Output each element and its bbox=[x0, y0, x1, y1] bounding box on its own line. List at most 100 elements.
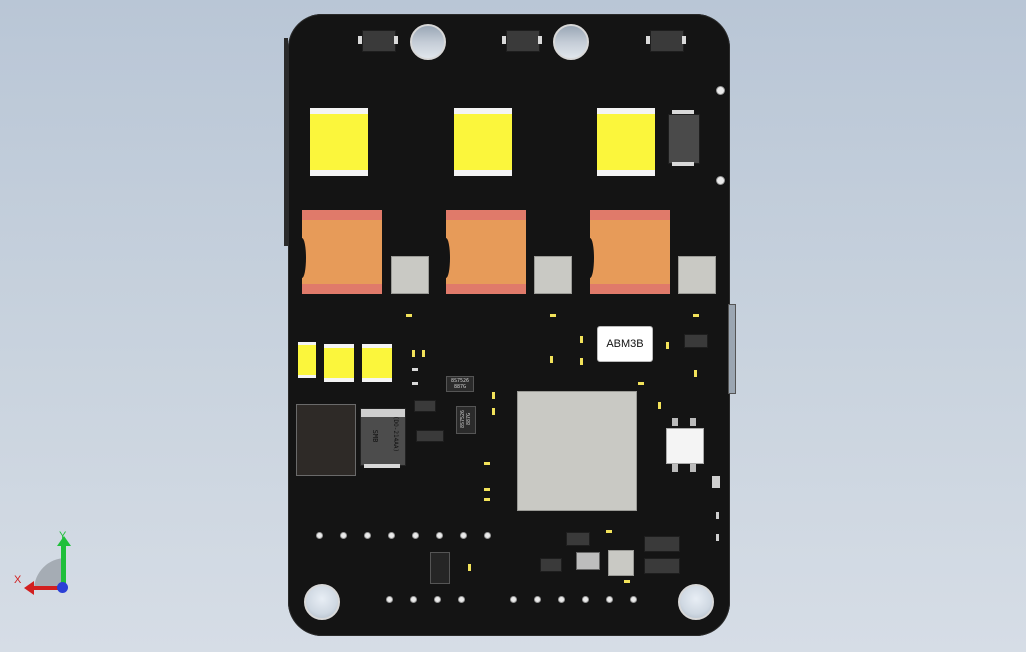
smb-diode-marking-2: (DO-214AA) bbox=[392, 415, 399, 453]
header-pin-1 bbox=[316, 532, 323, 539]
top-mounting-hole-right bbox=[553, 24, 589, 60]
smb-diode: SMB (DO-214AA) bbox=[360, 408, 406, 466]
smd-inductor-small bbox=[576, 552, 600, 570]
header-pin-5 bbox=[412, 532, 419, 539]
smd-diode-bottom-2 bbox=[540, 558, 562, 572]
top-diode-3-pad-b bbox=[682, 36, 686, 44]
smd-cap-d bbox=[666, 342, 669, 349]
sot-regulator-pin-2 bbox=[690, 418, 696, 426]
schottky-diode-1 bbox=[644, 536, 680, 552]
crystal-abm3b: ABM3B bbox=[597, 326, 653, 362]
header-pin-7 bbox=[460, 532, 467, 539]
bottom-pin-4 bbox=[458, 596, 465, 603]
top-diode-3-pad-a bbox=[646, 36, 650, 44]
top-diode-2 bbox=[506, 30, 540, 52]
bottom-pin-8 bbox=[582, 596, 589, 603]
capacitor-large-1 bbox=[310, 108, 368, 176]
schottky-diode-2 bbox=[644, 558, 680, 574]
top-diode-2-pad-b bbox=[538, 36, 542, 44]
top-diode-1 bbox=[362, 30, 396, 52]
bottom-pin-2 bbox=[410, 596, 417, 603]
smd-a3 bbox=[412, 368, 418, 371]
smb-diode-cathode-band bbox=[361, 409, 405, 417]
sot-regulator-pin-4 bbox=[690, 464, 696, 472]
bottom-pin-6 bbox=[534, 596, 541, 603]
sot-regulator-pin-3 bbox=[672, 464, 678, 472]
rectifier-diode bbox=[668, 114, 700, 164]
header-pin-6 bbox=[436, 532, 443, 539]
header-pin-2 bbox=[340, 532, 347, 539]
smd-a5 bbox=[492, 392, 495, 399]
pcb-board[interactable]: ABM3B 8S7526 887G 8S7526 887G bbox=[284, 14, 736, 636]
capacitor-small-1 bbox=[298, 342, 316, 378]
bottom-pin-1 bbox=[386, 596, 393, 603]
power-pad-3 bbox=[678, 256, 716, 294]
bottom-mounting-hole-right bbox=[678, 584, 714, 620]
triad-x-label: X bbox=[14, 574, 22, 586]
bottom-pin-5 bbox=[510, 596, 517, 603]
qfn-chip bbox=[608, 550, 634, 576]
header-pin-4 bbox=[388, 532, 395, 539]
inductor-3 bbox=[586, 210, 670, 294]
triad-y-axis bbox=[61, 544, 66, 590]
power-pad-2 bbox=[534, 256, 572, 294]
mcu-package bbox=[517, 391, 637, 511]
smd-a6 bbox=[492, 408, 495, 415]
top-diode-3 bbox=[650, 30, 684, 52]
coordinate-triad: X Y bbox=[14, 530, 84, 600]
smd-resistor-2 bbox=[550, 314, 556, 317]
capacitor-large-2 bbox=[454, 108, 512, 176]
smd-diode-bottom-1 bbox=[566, 532, 590, 546]
bottom-pin-7 bbox=[558, 596, 565, 603]
header-pin-8 bbox=[484, 532, 491, 539]
smd-a2 bbox=[422, 350, 425, 357]
soic8-cap bbox=[468, 564, 471, 571]
smd-a1 bbox=[412, 350, 415, 357]
smd-r3 bbox=[716, 512, 719, 519]
header-pin-3 bbox=[364, 532, 371, 539]
capacitor-small-3 bbox=[362, 344, 392, 382]
smb-diode-marking: SMB bbox=[371, 429, 379, 443]
inductor-2 bbox=[442, 210, 526, 294]
top-diode-1-pad-a bbox=[358, 36, 362, 44]
smd-cap-a bbox=[580, 336, 583, 343]
right-edge-connector bbox=[728, 304, 736, 394]
bottom-pin-9 bbox=[606, 596, 613, 603]
ic-sot23-2-marking: 8S7526 887G bbox=[460, 409, 472, 428]
smd-a8 bbox=[484, 488, 490, 491]
top-diode-1-pad-b bbox=[394, 36, 398, 44]
power-pad-1 bbox=[391, 256, 429, 294]
triad-y-label: Y bbox=[59, 530, 67, 542]
right-via-1 bbox=[716, 86, 725, 95]
smd-r2 bbox=[712, 476, 720, 488]
smd-resistor-3 bbox=[693, 314, 699, 317]
smd-a9 bbox=[484, 498, 490, 501]
triad-x-axis bbox=[32, 586, 66, 590]
smb-diode-pad-bottom bbox=[364, 464, 400, 468]
capacitor-small-2 bbox=[324, 344, 354, 382]
bottom-pin-3 bbox=[434, 596, 441, 603]
smd-cap-e bbox=[694, 370, 697, 377]
sot-regulator bbox=[666, 428, 704, 464]
smd-r4 bbox=[716, 534, 719, 541]
rectifier-diode-pad-top bbox=[672, 110, 694, 114]
capacitor-large-3 bbox=[597, 108, 655, 176]
left-edge-connector bbox=[284, 38, 288, 246]
ic-sot23-1: 8S7526 887G bbox=[446, 376, 474, 392]
smd-transistor-1 bbox=[414, 400, 436, 412]
smd-res-abm bbox=[638, 382, 644, 385]
triad-x-arrow bbox=[24, 581, 34, 595]
smd-transistor-2 bbox=[416, 430, 444, 442]
smd-r1 bbox=[658, 402, 661, 409]
sot-regulator-pin-1 bbox=[672, 418, 678, 426]
triad-y-arrow bbox=[57, 536, 71, 546]
smd-cap-c bbox=[550, 356, 553, 363]
triad-z-origin bbox=[57, 582, 68, 593]
top-mounting-hole-left bbox=[410, 24, 446, 60]
smd-diode-right bbox=[684, 334, 708, 348]
top-diode-2-pad-a bbox=[502, 36, 506, 44]
power-mosfet-package bbox=[296, 404, 356, 476]
smd-cap-b bbox=[580, 358, 583, 365]
smd-resistor-1 bbox=[406, 314, 412, 317]
